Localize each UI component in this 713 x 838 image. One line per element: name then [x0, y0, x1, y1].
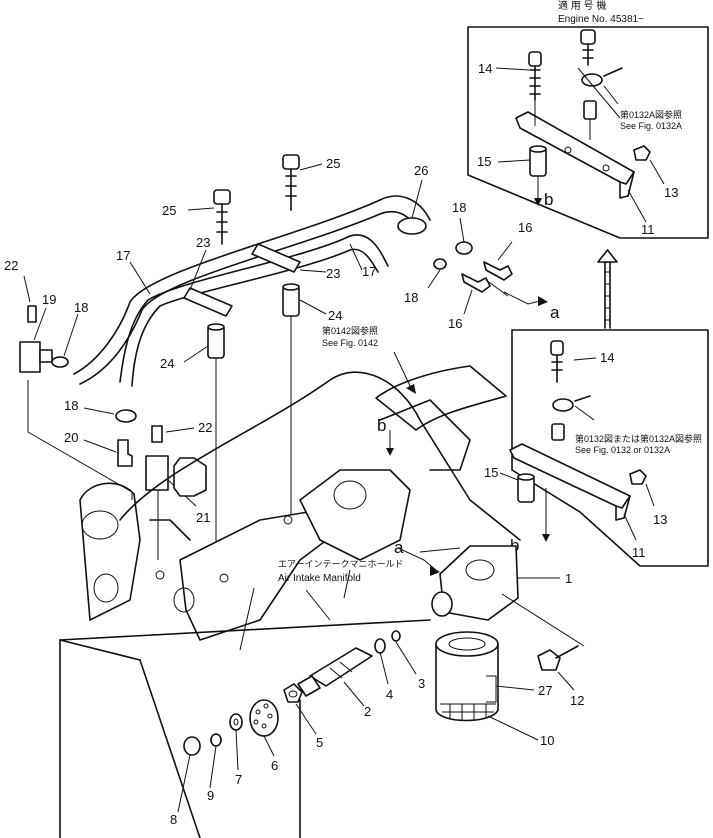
- label-24-b: 24: [160, 356, 174, 371]
- label-11-top: 11: [641, 222, 655, 237]
- label-17-b: 17: [362, 264, 376, 279]
- label-25-b: 25: [162, 203, 176, 218]
- fittings-upper: [427, 217, 548, 315]
- label-4: 4: [386, 687, 393, 702]
- filter-cartridge: [435, 631, 539, 741]
- fittings-left: [19, 275, 207, 560]
- note-fig0132a-en: See Fig. 0132A: [620, 121, 682, 131]
- note-fig0132-en: See Fig. 0132 or 0132A: [575, 445, 670, 455]
- marker-b-top: b: [544, 190, 553, 209]
- note-fig0132a-jp: 第0132A図参照: [620, 109, 682, 120]
- label-15-mid: 15: [484, 465, 498, 480]
- label-23-b: 23: [326, 266, 340, 281]
- label-7: 7: [235, 772, 242, 787]
- label-18-d: 18: [64, 398, 78, 413]
- marker-b-fig142: b: [377, 416, 386, 435]
- oil-pipe-shaft: [297, 630, 417, 707]
- label-10: 10: [540, 733, 554, 748]
- label-14-mid: 14: [600, 350, 614, 365]
- fig-0142-sheet: [375, 351, 507, 456]
- label-18-b: 18: [404, 290, 418, 305]
- label-5: 5: [316, 735, 323, 750]
- label-19: 19: [42, 292, 56, 307]
- label-21: 21: [196, 510, 210, 525]
- label-2: 2: [364, 704, 371, 719]
- label-26: 26: [414, 163, 428, 178]
- marker-a-upper: a: [550, 303, 560, 322]
- label-3: 3: [418, 676, 425, 691]
- bolt-12: [537, 645, 579, 691]
- note-manifold-en: Air Intake Manifold: [278, 573, 361, 584]
- engine-number: Engine No. 45381~: [558, 14, 644, 25]
- label-6: 6: [271, 758, 278, 773]
- applicable-model-jp: 適 用 号 機: [558, 0, 606, 12]
- label-1: 1: [565, 571, 572, 586]
- note-fig0142-en: See Fig. 0142: [322, 338, 378, 348]
- label-27: 27: [538, 683, 552, 698]
- label-15-top: 15: [477, 154, 491, 169]
- bolts-25: [187, 154, 323, 245]
- label-16-a: 16: [518, 220, 532, 235]
- label-23-a: 23: [196, 235, 210, 250]
- mid-inset-box: [499, 329, 709, 567]
- label-14-top: 14: [478, 61, 492, 76]
- label-8: 8: [170, 812, 177, 827]
- top-inset-box: [467, 26, 709, 239]
- spacers-24: [183, 283, 327, 560]
- small-parts: [177, 683, 317, 813]
- label-13-top: 13: [664, 185, 678, 200]
- label-22-b: 22: [198, 420, 212, 435]
- marker-a-lower: a: [394, 538, 404, 557]
- label-25-a: 25: [326, 156, 340, 171]
- note-fig0132-jp: 第0132図または第0132A図参照: [575, 433, 702, 444]
- label-13-mid: 13: [653, 512, 667, 527]
- label-17-a: 17: [116, 248, 130, 263]
- label-9: 9: [207, 788, 214, 803]
- note-manifold-jp: エアーインテークマニホールド: [278, 559, 403, 569]
- label-18-a: 18: [452, 200, 466, 215]
- oil-pipes: [73, 179, 431, 387]
- transition-arrow: [597, 249, 618, 329]
- note-fig0142-jp: 第0142図参照: [322, 325, 378, 336]
- label-18-c: 18: [74, 300, 88, 315]
- label-22-a: 22: [4, 258, 18, 273]
- label-12: 12: [570, 693, 584, 708]
- filter-head: [397, 545, 585, 647]
- engine-block: [59, 371, 521, 838]
- label-16-b: 16: [448, 316, 462, 331]
- label-20: 20: [64, 430, 78, 445]
- label-11-mid: 11: [632, 545, 646, 560]
- label-24-a: 24: [328, 308, 342, 323]
